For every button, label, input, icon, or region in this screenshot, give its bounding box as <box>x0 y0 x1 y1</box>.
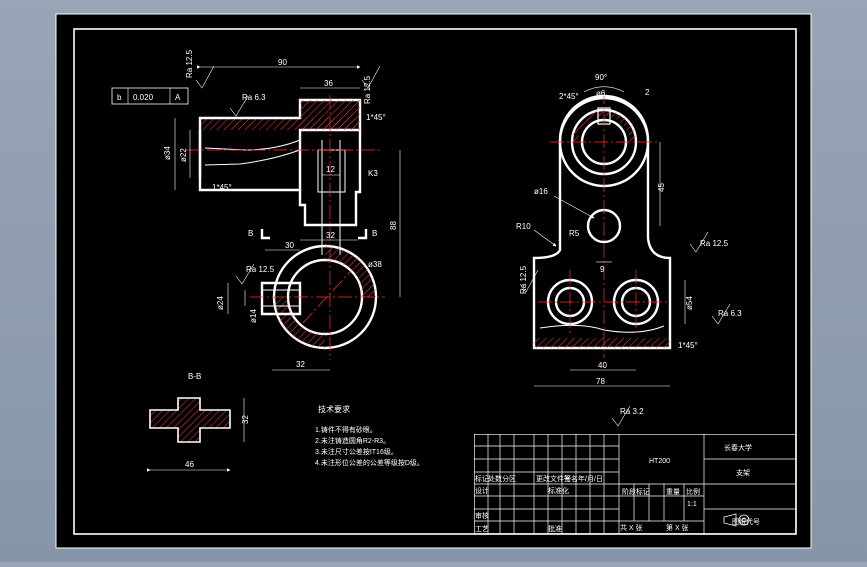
dim-40: 40 <box>598 361 607 370</box>
notes-item: 4.未注形位公差的公差等级按D级。 <box>315 460 424 467</box>
section-mark-b-right: B <box>372 229 377 238</box>
technical-notes: 技术要求 1.铸件不得有砂眼。 2.未注铸造圆角R2-R3。 3.未注尺寸公差按… <box>315 404 495 469</box>
tb-r-process: 工艺 <box>475 525 489 533</box>
dim-phi6: ø6 <box>596 89 606 98</box>
tb-r-stage: 阶段标记 <box>622 487 650 496</box>
dim-2x45: 2*45° <box>559 92 579 101</box>
front-view-dimensions: 90 36 ø34 ø22 1*45° 1*45° 12 K3 88 30 32… <box>111 49 401 371</box>
dim-2: 2 <box>645 88 650 97</box>
dim-angle-90: 90° <box>595 73 607 82</box>
roughness-ra125-side: Ra 12.5 <box>519 265 528 294</box>
dim-r5: R5 <box>569 229 580 238</box>
dim-phi14: ø14 <box>249 309 258 323</box>
dim-46: 46 <box>185 460 194 469</box>
dim-9: 9 <box>600 265 605 274</box>
dim-phi54: ø54 <box>685 296 694 310</box>
tolerance-symbol: b <box>117 93 122 102</box>
tb-r-weight: 重量 <box>666 488 680 496</box>
dim-phi24: ø24 <box>216 296 225 310</box>
roughness-ra63-left: Ra 6.3 <box>242 93 266 102</box>
dim-chamfer-left: 1*45° <box>212 183 232 192</box>
dim-32-section: 32 <box>241 415 250 424</box>
section-bb-title: B-B <box>188 372 201 381</box>
dim-90: 90 <box>278 58 287 67</box>
tb-r-approve: 批准 <box>548 524 562 533</box>
tolerance-value: 0.020 <box>133 93 154 102</box>
side-view-dimensions: 90° 2*45° ø6 2 45 ø16 R10 R5 9 ø54 40 78… <box>516 73 742 427</box>
dim-32-top: 32 <box>326 231 335 240</box>
tb-school: 长春大学 <box>724 443 752 452</box>
dim-12: 12 <box>326 165 335 174</box>
notes-title: 技术要求 <box>318 405 350 414</box>
tb-drawing-no: 图纸代号 <box>732 517 760 526</box>
tb-r-scale: 比例 <box>686 487 700 496</box>
drawing-frame <box>73 28 797 535</box>
dim-88: 88 <box>389 221 398 230</box>
tb-h-sign: 签名 <box>564 474 578 483</box>
dim-78: 78 <box>596 377 605 386</box>
dim-36: 36 <box>324 79 333 88</box>
dim-phi38: ø38 <box>368 260 382 269</box>
tb-h-marks: 标记 <box>475 474 489 483</box>
title-block: HT200 长春大学 支架 图纸代号 标记 处数 分区 更改文件号 签名 年/月… <box>474 434 796 534</box>
roughness-ra32-general: Ra 3.2 <box>620 407 644 416</box>
notes-item: 2.未注铸造圆角R2-R3。 <box>315 438 391 445</box>
notes-item: 3.未注尺寸公差按IT16级。 <box>315 449 398 456</box>
tolerance-frame <box>111 87 189 105</box>
section-mark-b-left: B <box>248 229 253 238</box>
tb-r-std: 标准化 <box>548 486 569 495</box>
dim-phi16: ø16 <box>534 187 548 196</box>
tb-sheets-total: 共 X 张 <box>620 523 643 532</box>
dim-chamfer-side: 1*45° <box>678 341 698 350</box>
tb-h-docno: 更改文件号 <box>536 474 571 483</box>
tb-h-zone: 分区 <box>502 474 516 483</box>
dim-phi34: ø34 <box>163 146 172 160</box>
dim-32-bottom: 32 <box>296 360 305 369</box>
dim-chamfer-top: 1*45° <box>366 113 386 122</box>
roughness-ra125-left2: Ra 12.5 <box>246 265 275 274</box>
tb-part-name: 支架 <box>736 468 750 477</box>
tolerance-datum: A <box>175 93 181 102</box>
tb-r-design: 设计 <box>475 486 489 495</box>
dim-k3: K3 <box>368 169 378 178</box>
section-bb: B-B 46 32 <box>147 372 250 472</box>
tb-r-scale-value: 1:1 <box>687 501 697 508</box>
roughness-ra125-top: Ra 12.5 <box>185 49 194 78</box>
tb-r-review: 审核 <box>475 511 489 520</box>
projection-symbol-icon <box>723 513 750 527</box>
roughness-ra125-right: Ra 12.5 <box>700 239 729 248</box>
notes-item: 1.铸件不得有砂眼。 <box>315 427 377 434</box>
front-view <box>185 95 385 360</box>
dim-45: 45 <box>657 183 666 192</box>
dim-phi22: ø22 <box>179 148 188 162</box>
tb-h-date: 年/月/日 <box>578 474 603 483</box>
roughness-ra-top-right: Ra 12.5 <box>363 75 372 104</box>
tb-sheet-no: 第 X 张 <box>666 523 689 532</box>
side-view <box>532 90 672 358</box>
tb-material: HT200 <box>649 458 670 465</box>
dim-r10: R10 <box>516 222 531 231</box>
tb-h-count: 处数 <box>488 474 502 483</box>
dim-30: 30 <box>285 241 294 250</box>
roughness-ra63-right: Ra 6.3 <box>718 309 742 318</box>
